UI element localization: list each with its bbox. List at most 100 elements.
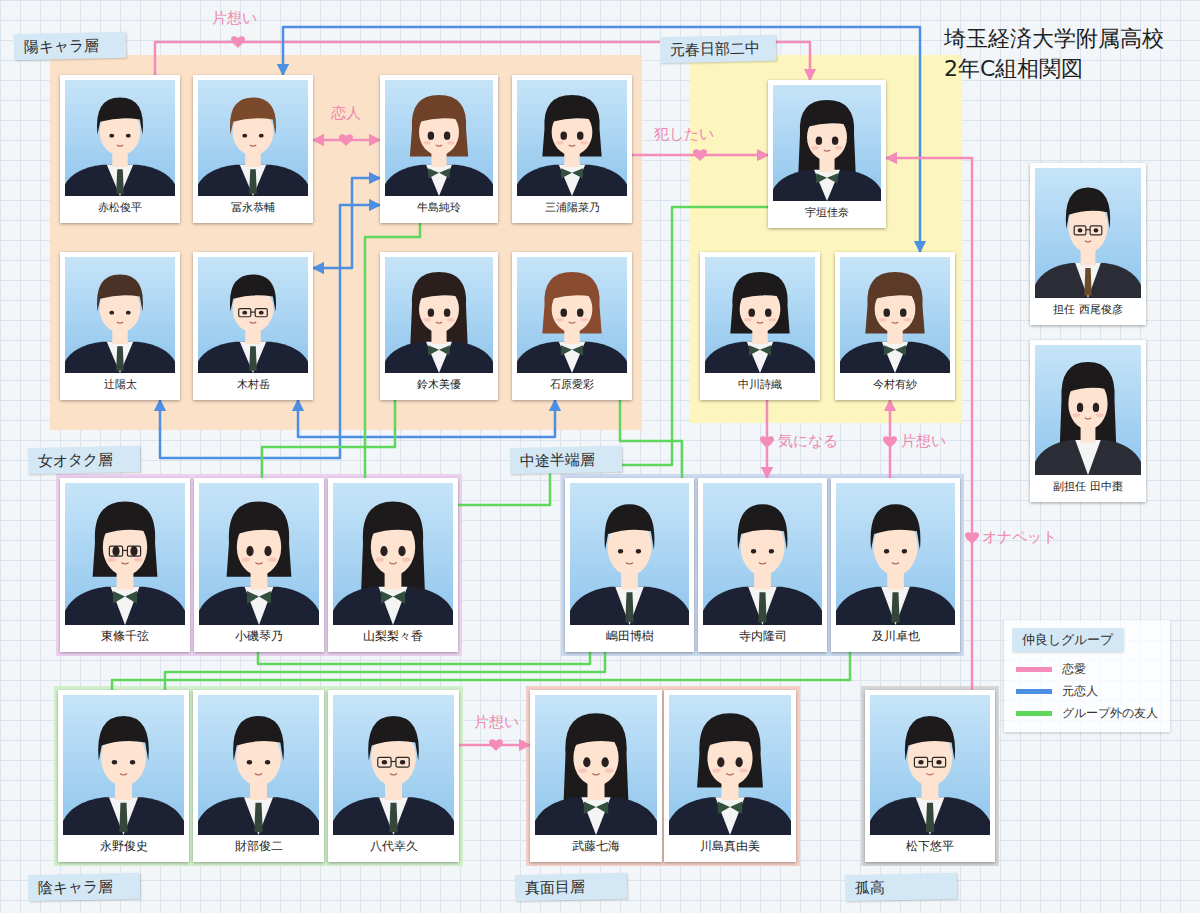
group-band xyxy=(561,474,964,656)
person-name: 寺内隆司 xyxy=(739,625,787,647)
relation-label: 犯したい xyxy=(654,125,714,143)
group-tab: 中途半端層 xyxy=(510,446,623,474)
person-name: 川島真由美 xyxy=(700,835,760,857)
person-name: 鈴木美優 xyxy=(417,373,461,395)
student-card: 辻陽太 xyxy=(60,252,180,400)
group-tab: 元春日部二中 xyxy=(660,35,777,63)
student-card: 冨永恭輔 xyxy=(193,75,313,223)
person-name: 永野俊史 xyxy=(100,835,148,857)
portrait-illustration xyxy=(65,257,175,373)
portrait-illustration xyxy=(333,695,454,835)
person-name: 石原愛彩 xyxy=(550,373,594,395)
portrait-illustration xyxy=(199,483,319,625)
student-card: 今村有紗 xyxy=(835,252,955,400)
group-name: 元春日部二中 xyxy=(670,39,760,59)
student-card: 木村岳 xyxy=(193,252,313,400)
relation-label: 片想い xyxy=(901,432,946,450)
portrait-illustration xyxy=(1035,168,1141,298)
portrait-illustration xyxy=(517,80,627,196)
person-name: 宇垣佳奈 xyxy=(805,201,849,223)
student-card: 川島真由美 xyxy=(664,690,796,862)
person-name: 担任 西尾俊彦 xyxy=(1053,298,1123,320)
group-region: 松下悠平孤高 xyxy=(861,686,999,866)
portrait-illustration xyxy=(570,483,689,625)
person-name: 山梨梨々香 xyxy=(363,625,423,647)
person-name: 武藤七海 xyxy=(572,835,620,857)
relation-line xyxy=(620,400,682,478)
person-name: 木村岳 xyxy=(237,373,270,395)
heart-symbol xyxy=(489,739,503,751)
person-name: 嶋田博樹 xyxy=(606,625,654,647)
group-region: 東條千弦小磯琴乃山梨梨々香女オタク層 xyxy=(56,474,462,656)
relation-label-box: 犯したい xyxy=(654,124,714,144)
heart-symbol xyxy=(965,532,979,544)
relation-line xyxy=(313,178,380,268)
portrait-illustration xyxy=(385,257,493,373)
portrait-illustration xyxy=(65,483,185,625)
portrait-illustration xyxy=(1035,345,1141,475)
student-card: 小磯琴乃 xyxy=(194,478,324,652)
student-card: 山梨梨々香 xyxy=(328,478,458,652)
group-name: 真面目層 xyxy=(525,878,585,897)
group-band xyxy=(861,686,999,866)
group-band xyxy=(56,474,462,656)
title-block: 埼玉経済大学附属高校 2年C組相関図 xyxy=(944,24,1180,84)
person-name: 赤松俊平 xyxy=(98,196,142,218)
teacher-card: 担任 西尾俊彦 xyxy=(1030,163,1146,325)
heart-symbol xyxy=(339,134,353,146)
student-card: 鈴木美優 xyxy=(380,252,498,400)
legend-swatch xyxy=(1016,711,1052,716)
person-name: 三浦陽菜乃 xyxy=(545,196,600,218)
portrait-illustration xyxy=(836,483,955,625)
relation-line xyxy=(262,400,395,478)
portrait-illustration xyxy=(65,80,175,196)
group-tab: 陰キャラ層 xyxy=(28,873,141,901)
portrait-illustration xyxy=(385,80,493,196)
student-card: 三浦陽菜乃 xyxy=(512,75,632,223)
portrait-illustration xyxy=(517,257,627,373)
relation-line xyxy=(112,652,850,690)
relation-line xyxy=(165,652,605,690)
relation-label-box: 片想い xyxy=(474,712,519,732)
group-region: 宇垣佳奈中川詩織今村有紗元春日部二中 xyxy=(690,55,962,423)
person-name: 及川卓也 xyxy=(872,625,920,647)
legend-text: 恋愛 xyxy=(1062,661,1086,678)
person-name: 松下悠平 xyxy=(906,835,954,857)
relation-label: 恋人 xyxy=(331,104,361,122)
relation-label: 気になる xyxy=(778,432,838,450)
legend-row: グループ外の友人 xyxy=(1016,702,1158,724)
group-tab: 真面目層 xyxy=(515,873,628,901)
portrait-illustration xyxy=(63,695,184,835)
group-name: 女オタク層 xyxy=(38,450,113,470)
group-band xyxy=(50,55,642,430)
legend-heading: 仲良しグループ xyxy=(1012,628,1123,652)
group-band xyxy=(54,686,463,866)
student-card: 宇垣佳奈 xyxy=(768,80,886,228)
person-name: 中川詩織 xyxy=(738,373,782,395)
student-card: 及川卓也 xyxy=(831,478,960,652)
portrait-illustration xyxy=(705,257,815,373)
person-name: 副担任 田中棗 xyxy=(1053,475,1123,497)
heart-symbol xyxy=(693,149,707,161)
student-card: 寺内隆司 xyxy=(698,478,827,652)
student-card: 牛島純玲 xyxy=(380,75,498,223)
student-card: 財部俊二 xyxy=(193,690,324,862)
legend-panel: 仲良しグループ恋愛元恋人グループ外の友人 xyxy=(1004,620,1170,732)
student-card: 嶋田博樹 xyxy=(565,478,694,652)
group-name: 陰キャラ層 xyxy=(38,877,113,897)
heart-symbol xyxy=(231,36,245,48)
group-name: 陽キャラ層 xyxy=(24,36,99,56)
student-card: 東條千弦 xyxy=(60,478,190,652)
group-name: 中途半端層 xyxy=(520,450,595,470)
person-name: 東條千弦 xyxy=(101,625,149,647)
chart-title: 埼玉経済大学附属高校 2年C組相関図 xyxy=(944,24,1180,84)
portrait-illustration xyxy=(198,80,308,196)
group-tab: 陽キャラ層 xyxy=(14,32,127,60)
relation-label-box: 片想い xyxy=(212,8,257,28)
person-name: 冨永恭輔 xyxy=(231,196,275,218)
relation-line xyxy=(258,652,590,664)
portrait-illustration xyxy=(669,695,791,835)
student-card: 武藤七海 xyxy=(530,690,662,862)
student-card: 石原愛彩 xyxy=(512,252,632,400)
